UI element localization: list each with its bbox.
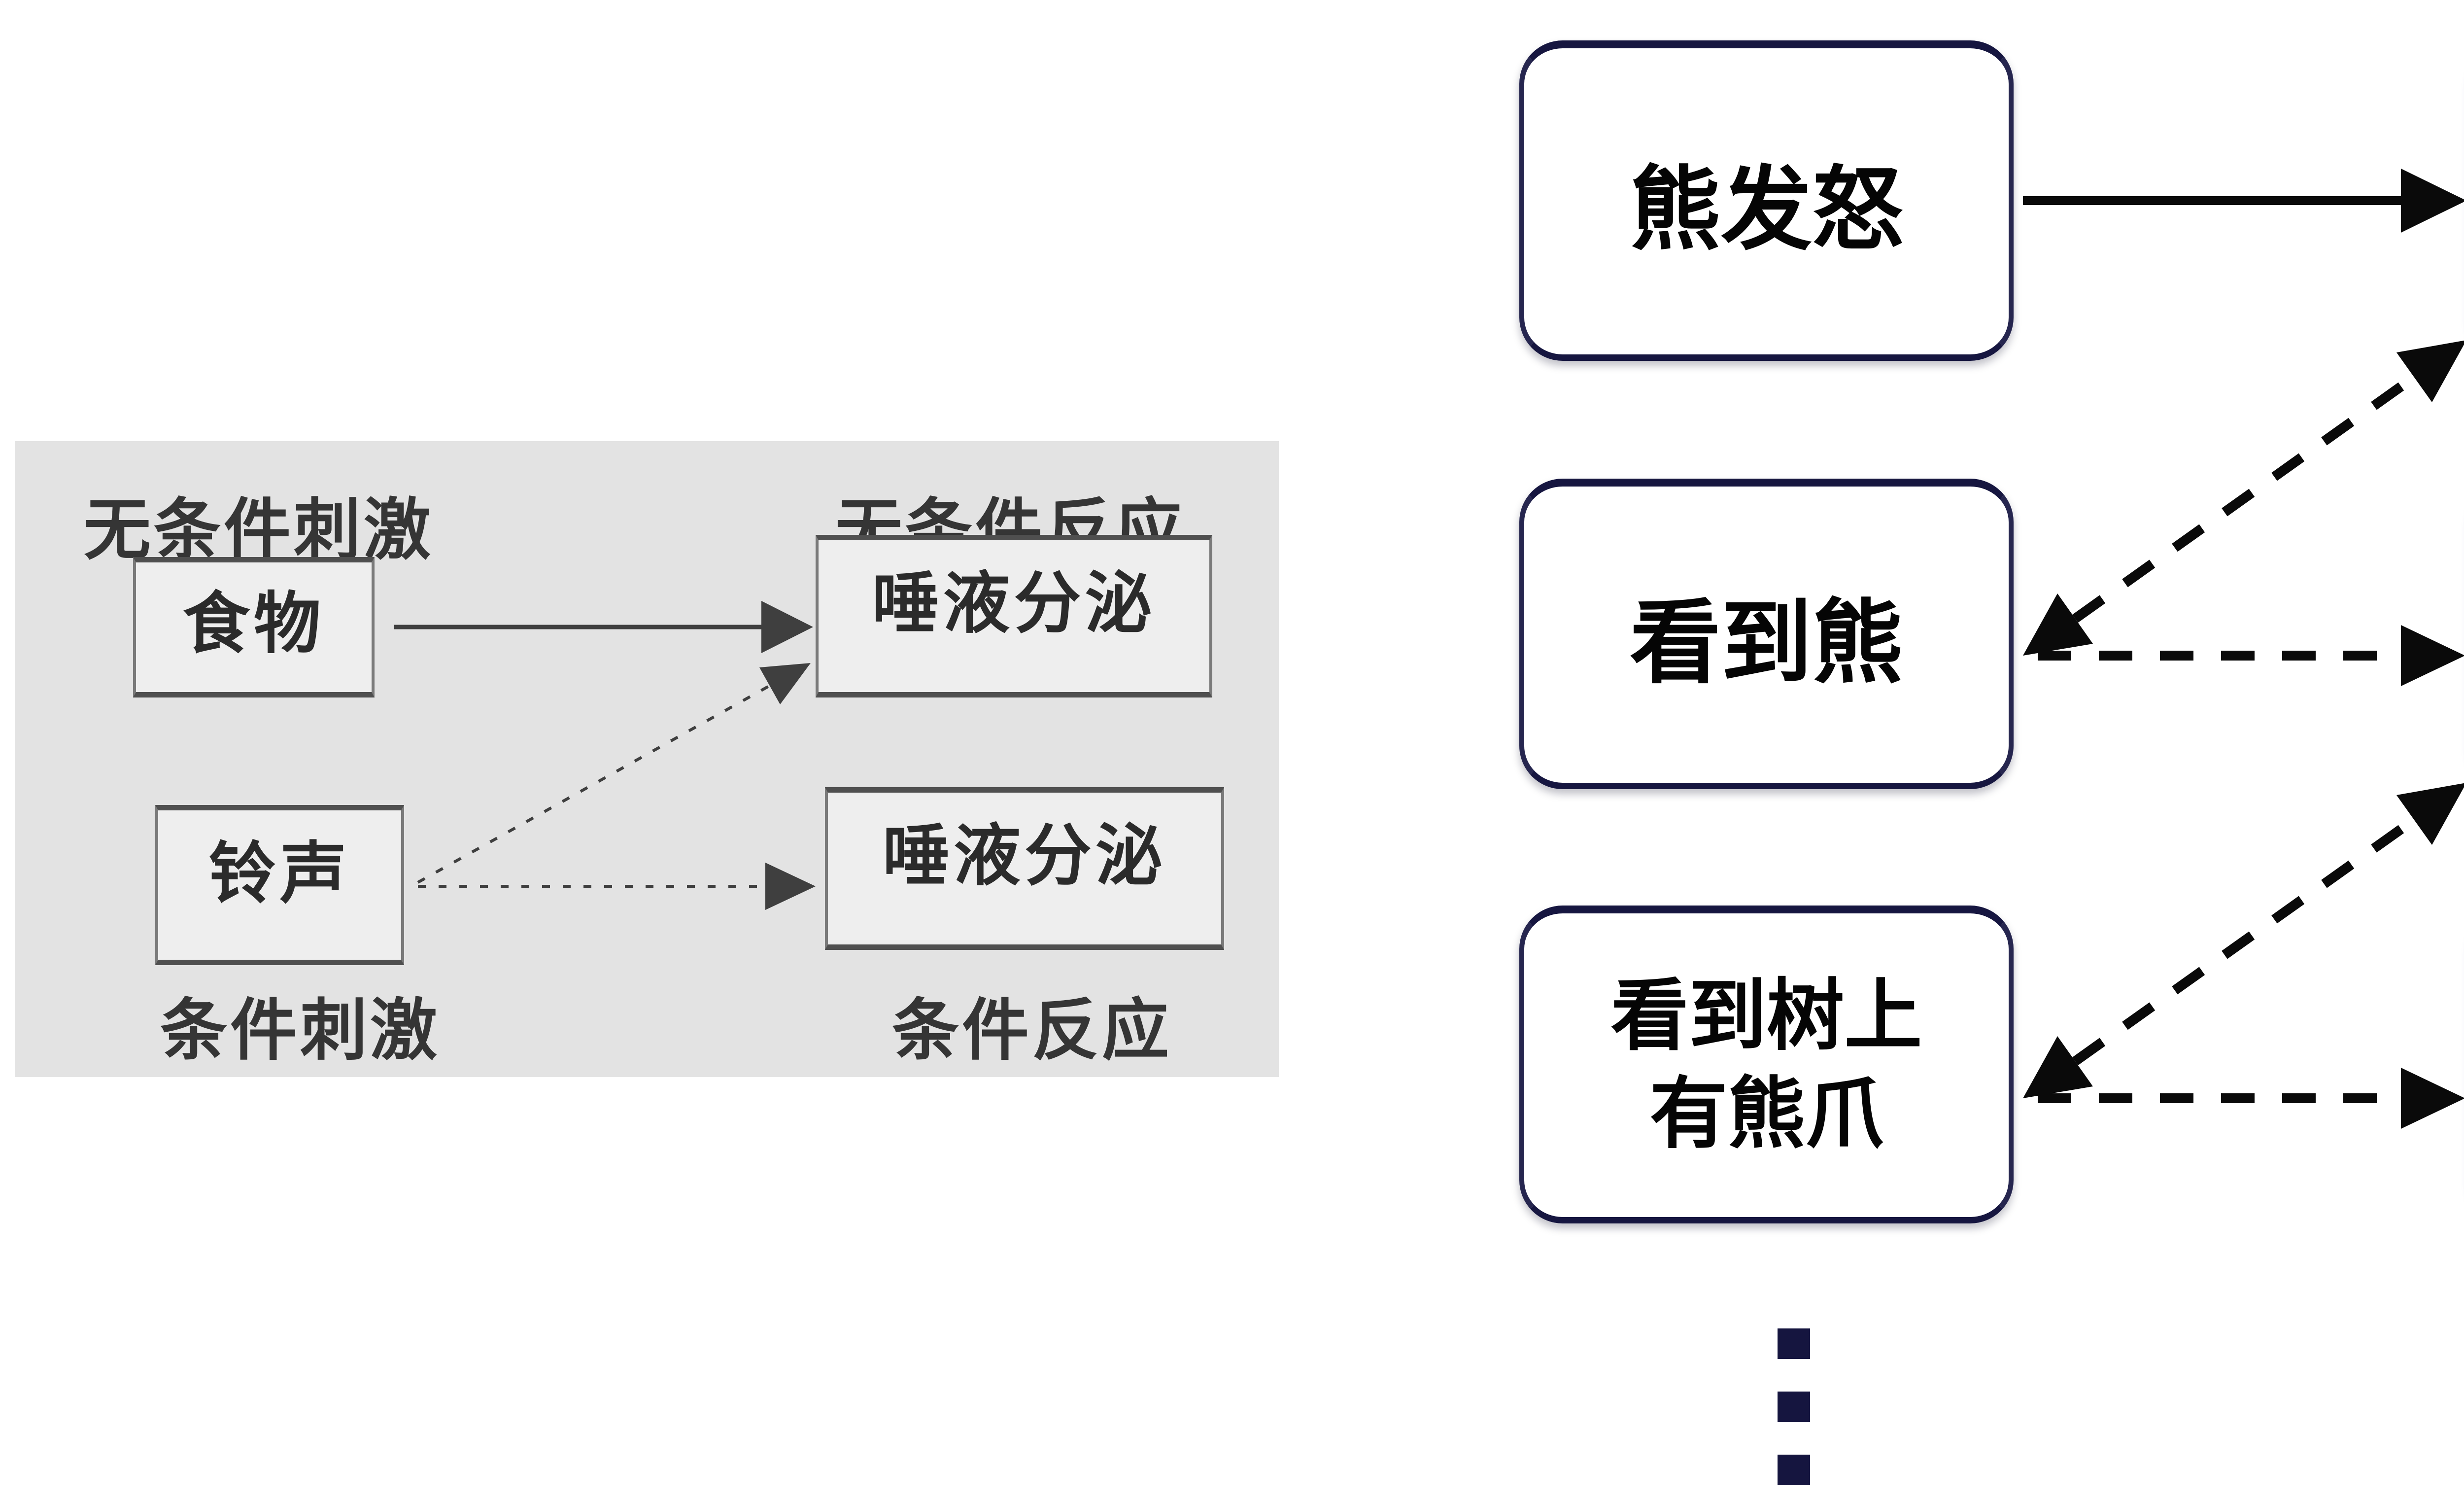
unconditioned-stimulus-label: 无条件刺激 bbox=[84, 492, 434, 567]
see-bear-to-vsprime-dashed-arrow bbox=[2038, 625, 2464, 686]
see-claws-to-vsprime-dashed-arrow bbox=[2023, 783, 2464, 1098]
salivation-box-top: 唾液分泌 bbox=[816, 535, 1212, 697]
bell-box: 铃声 bbox=[155, 805, 404, 965]
bear-angry-label: 熊发怒 bbox=[1630, 159, 1903, 261]
see-bear-box: 看到熊 bbox=[1519, 479, 2014, 789]
see-bear-label: 看到熊 bbox=[1630, 592, 1903, 694]
conditioned-response-label: 条件反应 bbox=[892, 993, 1172, 1068]
see-claws-box: 看到树上 有熊爪 bbox=[1519, 906, 2014, 1223]
conditioned-stimulus-label: 条件刺激 bbox=[160, 993, 440, 1068]
see-claws-label: 看到树上 有熊爪 bbox=[1610, 972, 1922, 1157]
bear-to-reward-arrow bbox=[2023, 169, 2464, 233]
ellipsis-dot bbox=[1778, 1455, 1810, 1485]
salivation-box-bottom: 唾液分泌 bbox=[825, 787, 1224, 950]
food-box: 食物 bbox=[133, 557, 375, 697]
classical-conditioning-panel: 无条件刺激 无条件反应 食物 唾液分泌 铃声 唾液分泌 条件刺激 条件反应 bbox=[15, 441, 1279, 1077]
ellipsis-dot bbox=[1778, 1392, 1810, 1422]
see-bear-to-reward-dashed-arrow bbox=[2023, 340, 2464, 656]
ellipsis-dot bbox=[1778, 1328, 1810, 1359]
bear-angry-box: 熊发怒 bbox=[1519, 40, 2014, 361]
see-claws-to-vs-dashed-arrow bbox=[2038, 1068, 2464, 1129]
